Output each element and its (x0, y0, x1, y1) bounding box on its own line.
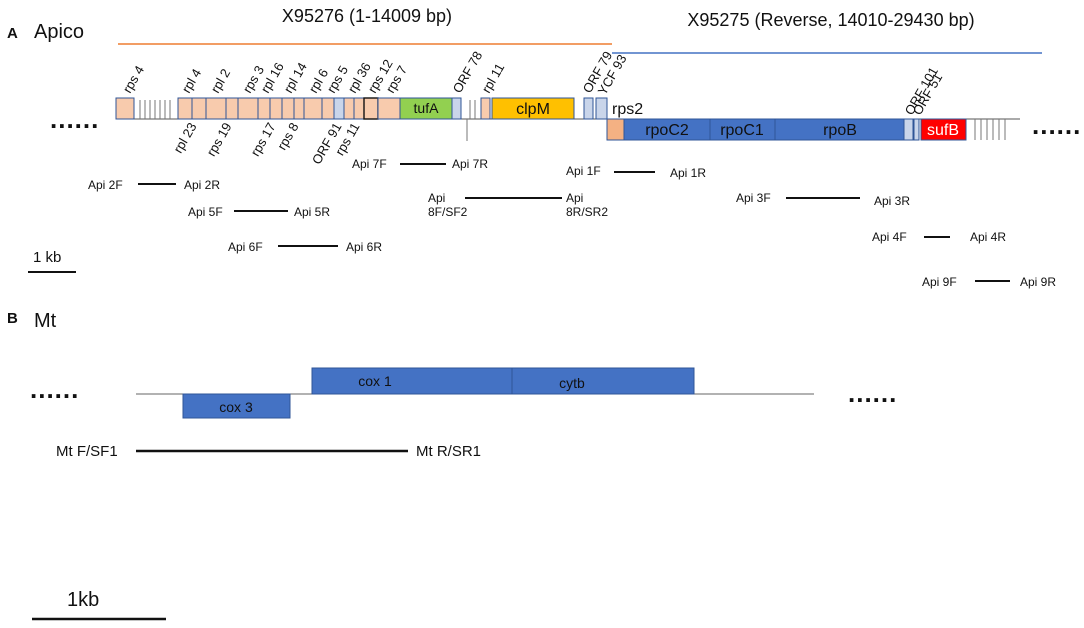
gene-rps17-box (269, 97, 283, 120)
scale-b-label: 1kb (67, 589, 99, 611)
primer-pair-api5: Api 5F Api 5R (188, 205, 330, 219)
primer-pair-api1: Api 1F Api 1R (566, 164, 706, 180)
gene-rpl2-box (205, 97, 227, 120)
gene-rpl11-box (480, 97, 491, 120)
gene-rpoC1-label: rpoC1 (720, 122, 764, 139)
gene-rpl11-label: rpl 11 (479, 61, 508, 96)
gene-rpl14-label: rpl 14 (281, 60, 310, 96)
gene-rpl4-label: rpl 4 (179, 66, 205, 95)
gene-rps19-label: rps 19 (204, 120, 235, 159)
primer-pair-api8: Api 8F/SF2 Api 8R/SR2 (428, 191, 608, 219)
primer-api2f-label: Api 2F (88, 178, 123, 192)
gene-rps5-label: rps 5 (324, 63, 351, 96)
segment2-label: X95275 (Reverse, 14010-29430 bp) (687, 10, 974, 30)
primer-api6r-label: Api 6R (346, 240, 382, 254)
gene-rps19-box (225, 97, 239, 120)
gene-rpl36-box (343, 97, 355, 120)
gene-rps2-label: rps2 (612, 101, 643, 118)
primer-pair-api2: Api 2F Api 2R (88, 178, 220, 192)
gene-rps8-label: rps 8 (274, 120, 301, 153)
primer-pair-mt: Mt F/SF1 Mt R/SR1 (56, 443, 481, 460)
primer-api9f-label: Api 9F (922, 275, 957, 289)
panel-b-letter: B (7, 310, 18, 327)
gene-sufB-box (920, 118, 967, 141)
trna-ticks-1 (139, 100, 171, 119)
gene-sufB-label: sufB (927, 122, 959, 139)
gene-cox1-label: cox 1 (358, 373, 392, 389)
trna-ticks-3 (974, 119, 1006, 140)
primer-pair-api4: Api 4F Api 4R (872, 230, 1006, 244)
primer-api5r-label: Api 5R (294, 205, 330, 219)
gene-rpl4-box (177, 97, 193, 120)
gene-rpl6-box (303, 97, 323, 120)
gene-cytb-box (511, 367, 695, 395)
gene-rps11-box (353, 97, 365, 120)
gene-rpl2-label: rpl 2 (208, 66, 234, 95)
gene-ycf93-box (595, 97, 608, 120)
primer-api9r-label: Api 9R (1020, 275, 1056, 289)
panel-a-name: Apico (34, 21, 84, 43)
gene-orf51-box (913, 118, 920, 141)
panel-a-letter: A (7, 25, 18, 42)
gene-rpoB-label: rpoB (823, 122, 857, 139)
gene-rps3-box (237, 97, 259, 120)
gene-clpM-label: clpM (516, 101, 550, 118)
segment1-label: X95276 (1-14009 bp) (282, 6, 452, 26)
primer-api2r-label: Api 2R (184, 178, 220, 192)
primer-api8r-label-2: 8R/SR2 (566, 205, 608, 219)
primer-api3f-label: Api 3F (736, 191, 771, 205)
gene-rps12-box (363, 97, 379, 120)
trna-ticks-2 (466, 100, 476, 141)
gene-rps7-box (377, 97, 401, 120)
mt-left-ellipsis: ...... (30, 374, 79, 404)
primer-api1r-label: Api 1R (670, 166, 706, 180)
gene-rpl23-box (191, 97, 207, 120)
gene-cytb-label: cytb (559, 375, 585, 391)
primer-api1f-label: Api 1F (566, 164, 601, 178)
scale-a-label: 1 kb (33, 249, 61, 266)
right-ellipsis: ...... (1032, 110, 1081, 140)
primer-pair-api7: Api 7F Api 7R (352, 157, 488, 171)
gene-rps17-label: rps 17 (248, 120, 279, 159)
gene-rps8-box (293, 97, 305, 120)
primer-mtf-label: Mt F/SF1 (56, 443, 118, 460)
primer-api3r-label: Api 3R (874, 194, 910, 208)
primer-pair-api6: Api 6F Api 6R (228, 240, 382, 254)
primer-api7r-label: Api 7R (452, 157, 488, 171)
gene-orf78-box (451, 97, 462, 120)
gene-clpM-box (491, 97, 575, 120)
panel-b-name: Mt (34, 310, 57, 332)
gene-rps4-box (115, 97, 135, 120)
gene-cox1-box (311, 367, 513, 395)
gene-rps2-box (606, 118, 625, 141)
primer-api6f-label: Api 6F (228, 240, 263, 254)
primer-api4f-label: Api 4F (872, 230, 907, 244)
primer-api4r-label: Api 4R (970, 230, 1006, 244)
gene-cox3-box (182, 393, 291, 419)
gene-orf91-box (333, 97, 345, 120)
primer-api7f-label: Api 7F (352, 157, 387, 171)
gene-orf101-box (903, 118, 914, 141)
primer-pair-api9: Api 9F Api 9R (922, 275, 1056, 289)
gene-cox3-label: cox 3 (219, 399, 253, 415)
gene-rpl16-box (257, 97, 271, 120)
primer-mtr-label: Mt R/SR1 (416, 443, 481, 460)
gene-rpoC2-label: rpoC2 (645, 122, 689, 139)
primer-api5f-label: Api 5F (188, 205, 223, 219)
primer-api8r-label-1: Api (566, 191, 583, 205)
mt-right-ellipsis: ...... (848, 378, 897, 408)
gene-rpl23-label: rpl 23 (170, 120, 199, 156)
gene-rpl14-box (281, 97, 295, 120)
gene-rps5-box (321, 97, 335, 120)
left-ellipsis: ...... (50, 104, 99, 134)
gene-orf79-box (583, 97, 594, 120)
primer-api8f-label-2: 8F/SF2 (428, 205, 468, 219)
gene-rps4-label: rps 4 (120, 63, 147, 96)
primer-api8f-label-1: Api (428, 191, 445, 205)
primer-pair-api3: Api 3F Api 3R (736, 191, 910, 208)
gene-tufA-label: tufA (414, 100, 440, 116)
